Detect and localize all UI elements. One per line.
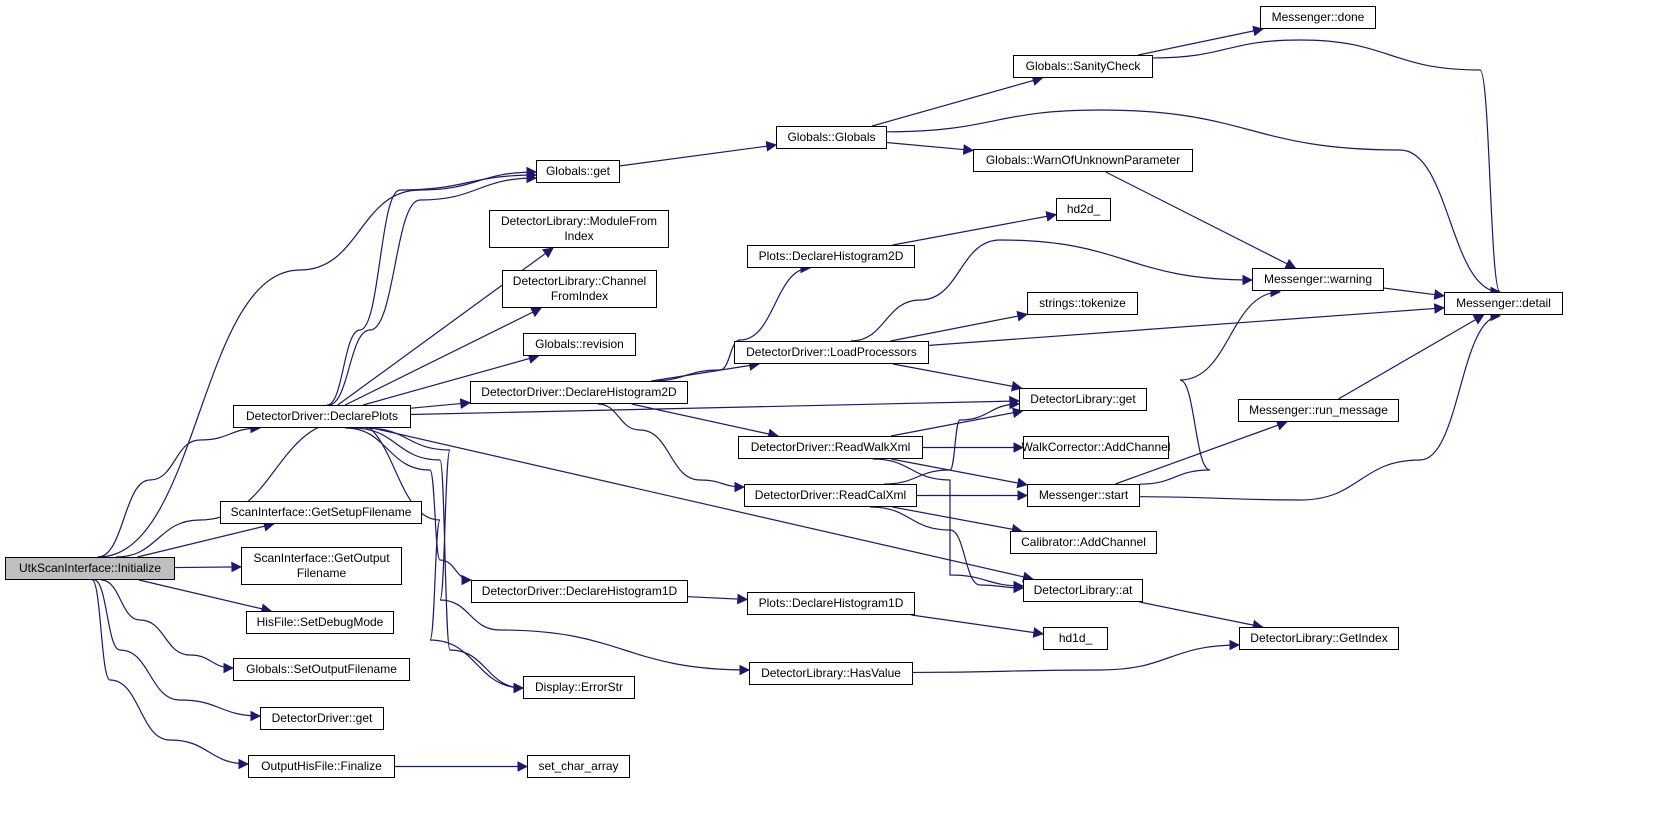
edge-plots_declarehistogram2d-to-hd2d xyxy=(892,211,1058,246)
node-lib-modulefromindex[interactable]: DetectorLibrary::ModuleFrom Index xyxy=(489,210,669,248)
node-globals-revision[interactable]: Globals::revision xyxy=(523,333,636,356)
edge-initialize-to-hisfile_setdebugmode xyxy=(138,579,273,615)
node-hd1d[interactable]: hd1d_ xyxy=(1043,627,1108,650)
edge-messenger_start-to-messenger_warning xyxy=(1139,286,1282,485)
node-globals-setoutputfilename[interactable]: Globals::SetOutputFilename xyxy=(233,658,410,681)
node-globals-globals[interactable]: Globals::Globals xyxy=(776,126,887,149)
edge-driver_declareplots-to-lib_channelfromindex xyxy=(344,307,543,406)
edge-driver_loadprocessors-to-messenger_warning xyxy=(850,239,1254,342)
edge-driver_loadprocessors-to-lib_get xyxy=(892,363,1023,392)
node-globals-sanitycheck[interactable]: Globals::SanityCheck xyxy=(1013,55,1153,78)
node-messenger-done[interactable]: Messenger::done xyxy=(1260,6,1376,29)
node-messenger-warning[interactable]: Messenger::warning xyxy=(1252,268,1384,291)
edge-driver_declarehistogram1d-to-plots_declarehistogram1d xyxy=(687,593,749,605)
edge-initialize-to-globals_setoutputfilename xyxy=(101,579,235,674)
node-walkcorrector-addchannel[interactable]: WalkCorrector::AddChannel xyxy=(1022,436,1170,459)
edge-lib_at-to-lib_getindex xyxy=(1139,601,1264,631)
edge-driver_readwalkxml-to-lib_at xyxy=(872,458,1025,592)
node-getoutputfilename[interactable]: ScanInterface::GetOutput Filename xyxy=(241,547,402,585)
edge-driver_readwalkxml-to-messenger_start xyxy=(891,458,1029,489)
edge-driver_readcalxml-to-lib_get xyxy=(884,398,1021,485)
edge-driver_declareplots-to-lib_at xyxy=(372,427,1034,583)
node-set-char-array[interactable]: set_char_array xyxy=(527,755,630,778)
edge-globals_globals-to-globals_warnofunknown xyxy=(886,141,975,155)
edge-globals_globals-to-messenger_detail xyxy=(886,109,1502,298)
node-strings-tokenize[interactable]: strings::tokenize xyxy=(1027,292,1138,315)
edge-messenger_start-to-messenger_detail xyxy=(1139,310,1502,501)
edge-initialize-to-getsetupfilename xyxy=(137,521,275,558)
edge-globals_warnofunknown-to-messenger_warning xyxy=(1105,171,1297,269)
edge-driver_declareplots-to-globals_get xyxy=(328,172,538,406)
edge-driver_declareplots-to-lib_get xyxy=(410,395,1021,416)
edge-messenger_start-to-messenger_run_message xyxy=(1115,420,1288,485)
edge-initialize-to-outputhisfile_finalize xyxy=(91,579,250,770)
edge-driver_readwalkxml-to-lib_get xyxy=(890,407,1024,437)
edge-driver_readcalxml-to-calibrator_addchannel xyxy=(892,506,1023,535)
edge-initialize-to-driver_declareplots xyxy=(97,422,262,558)
node-display-errorstr[interactable]: Display::ErrorStr xyxy=(523,676,635,699)
edge-initialize-to-getoutputfilename xyxy=(174,561,243,573)
edge-globals_sanitycheck-to-messenger_done xyxy=(1138,25,1264,56)
node-driver-declarehistogram2d[interactable]: DetectorDriver::DeclareHistogram2D xyxy=(470,381,688,404)
edge-initialize-to-driver_get xyxy=(93,579,262,722)
edge-globals_sanitycheck-to-messenger_detail xyxy=(1152,39,1502,298)
edge-driver_declareplots-to-driver_declarehistogram1d xyxy=(345,427,473,586)
node-getsetupfilename[interactable]: ScanInterface::GetSetupFilename xyxy=(220,501,422,524)
node-globals-get[interactable]: Globals::get xyxy=(536,160,620,183)
edge-driver_declareplots-to-lib_hasvalue xyxy=(365,427,751,676)
edge-driver_declareplots-to-lib_modulefromindex xyxy=(337,247,554,406)
node-driver-readwalkxml[interactable]: DetectorDriver::ReadWalkXml xyxy=(738,436,923,459)
edge-driver_declarehistogram2d-to-driver_readwalkxml xyxy=(631,403,779,440)
node-lib-getindex[interactable]: DetectorLibrary::GetIndex xyxy=(1239,627,1399,650)
node-messenger-detail[interactable]: Messenger::detail xyxy=(1444,292,1563,315)
edge-driver_loadprocessors-to-messenger_detail xyxy=(928,303,1446,346)
node-hisfile-setdebugmode[interactable]: HisFile::SetDebugMode xyxy=(246,611,394,634)
node-plots-declarehistogram2d[interactable]: Plots::DeclareHistogram2D xyxy=(747,245,915,268)
edge-globals_globals-to-globals_sanitycheck xyxy=(872,75,1044,127)
node-driver-declareplots[interactable]: DetectorDriver::DeclarePlots xyxy=(233,405,411,428)
node-globals-warnofunknown[interactable]: Globals::WarnOfUnknownParameter xyxy=(973,149,1193,172)
node-lib-get[interactable]: DetectorLibrary::get xyxy=(1019,388,1147,411)
node-driver-loadprocessors[interactable]: DetectorDriver::LoadProcessors xyxy=(734,341,929,364)
edge-driver_declareplots-to-globals_revision xyxy=(362,353,540,406)
edge-driver_declareplots-to-driver_declarehistogram2d xyxy=(410,398,472,409)
node-lib-channelfromindex[interactable]: DetectorLibrary::Channel FromIndex xyxy=(502,270,657,308)
node-outputhisfile-finalize[interactable]: OutputHisFile::Finalize xyxy=(248,755,395,778)
edge-plots_declarehistogram1d-to-hd1d xyxy=(911,614,1045,638)
edge-initialize-to-display_errorstr xyxy=(116,419,525,694)
node-calibrator-addchannel[interactable]: Calibrator::AddChannel xyxy=(1010,531,1157,554)
edge-messenger_run_message-to-messenger_detail xyxy=(1338,314,1485,400)
node-driver-get[interactable]: DetectorDriver::get xyxy=(260,707,384,730)
node-lib-at[interactable]: DetectorLibrary::at xyxy=(1023,579,1143,602)
edge-driver_declarehistogram2d-to-driver_loadprocessors xyxy=(651,360,760,382)
node-messenger-start[interactable]: Messenger::start xyxy=(1027,484,1140,507)
edge-driver_declareplots-to-globals_get xyxy=(326,169,538,406)
node-messenger-run-message[interactable]: Messenger::run_message xyxy=(1238,399,1399,422)
edge-driver_loadprocessors-to-strings_tokenize xyxy=(890,310,1029,342)
node-hd2d[interactable]: hd2d_ xyxy=(1056,198,1111,221)
edge-messenger_warning-to-messenger_detail xyxy=(1383,287,1446,300)
edge-lib_hasvalue-to-lib_getindex xyxy=(912,639,1241,674)
edge-driver_declarehistogram2d-to-driver_readcalxml xyxy=(597,403,746,493)
edge-driver_readcalxml-to-lib_at xyxy=(870,506,1025,594)
node-driver-declarehistogram1d[interactable]: DetectorDriver::DeclareHistogram1D xyxy=(471,580,688,603)
node-driver-readcalxml[interactable]: DetectorDriver::ReadCalXml xyxy=(744,484,917,507)
node-lib-hasvalue[interactable]: DetectorLibrary::HasValue xyxy=(749,662,913,685)
edge-globals_get-to-globals_globals xyxy=(619,140,778,167)
edge-driver_declareplots-to-display_errorstr xyxy=(353,427,525,694)
node-initialize: UtkScanInterface::Initialize xyxy=(5,557,175,580)
edge-initialize-to-globals_get xyxy=(98,166,538,558)
node-plots-declarehistogram1d[interactable]: Plots::DeclareHistogram1D xyxy=(747,592,915,615)
